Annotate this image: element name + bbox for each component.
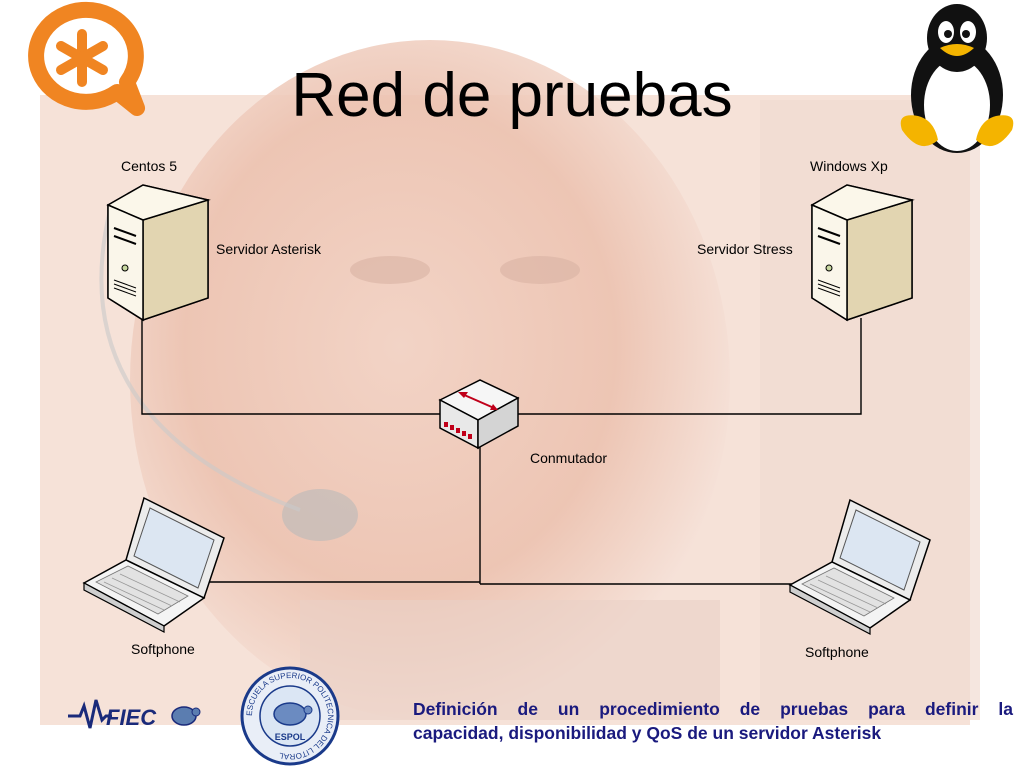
server-right-top-label: Windows Xp [810, 158, 888, 174]
server-left-side-label: Servidor Asterisk [216, 241, 322, 257]
tux-penguin-icon [900, 4, 1014, 153]
server-icon [810, 184, 915, 322]
server-icon [106, 184, 211, 322]
switch-label: Conmutador [530, 450, 608, 466]
espol-seal-name: ESPOL [275, 732, 306, 742]
server-right-side-label: Servidor Stress [697, 241, 793, 257]
laptop-icon [82, 496, 225, 633]
network-links [141, 318, 862, 585]
slide-description: Definición de un procedimiento de prueba… [413, 697, 1013, 745]
laptop-icon [788, 498, 931, 635]
link-server-left [141, 318, 448, 415]
laptop-right-label: Softphone [805, 644, 869, 660]
slide-title: Red de pruebas [291, 61, 733, 130]
asterisk-logo-icon [28, 1, 145, 116]
fiec-logo: FIEC [68, 699, 201, 730]
description-line-1: Definición de un procedimiento de prueba… [413, 699, 1013, 719]
link-server-right [518, 318, 862, 415]
server-left-top-label: Centos 5 [121, 158, 178, 174]
laptop-left-label: Softphone [131, 641, 195, 657]
espol-seal: ESCUELA SUPERIOR POLITECNICA DEL LITORAL… [240, 666, 340, 766]
fiec-logo-text: FIEC [106, 705, 157, 730]
description-line-2: capacidad, disponibilidad y QoS de un se… [413, 723, 882, 743]
switch-icon [438, 379, 520, 450]
